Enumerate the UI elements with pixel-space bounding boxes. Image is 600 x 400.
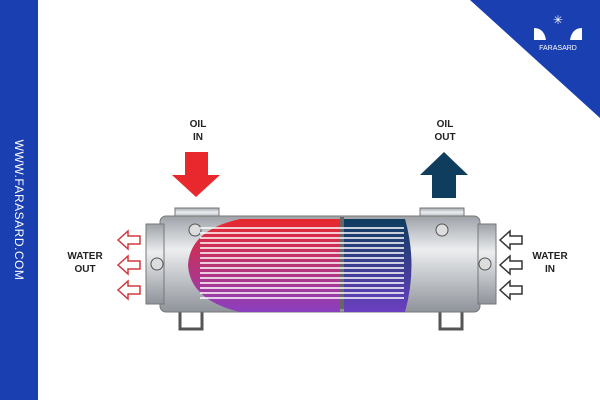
shell <box>159 215 481 313</box>
farasard-logo: ✳ FARASARD <box>534 13 582 52</box>
right-end-cap <box>477 223 497 305</box>
support-leg <box>178 303 204 331</box>
water-in-arrow <box>498 279 523 301</box>
baffle <box>340 217 344 309</box>
svg-text:✳: ✳ <box>553 13 563 27</box>
support-leg <box>438 303 464 331</box>
water-inlet-port <box>478 257 492 271</box>
brand-sidebar: WWW.FARASARD.COM <box>0 0 38 400</box>
left-end-cap <box>145 223 165 305</box>
water-out-arrow <box>116 229 141 251</box>
water-out-arrow <box>116 254 141 276</box>
oil-inlet-nozzle <box>174 207 220 221</box>
logo-corner: ✳ FARASARD <box>470 0 600 118</box>
website-url: WWW.FARASARD.COM <box>12 139 26 281</box>
water-outlet-port <box>150 257 164 271</box>
water-out-arrow <box>116 279 141 301</box>
cold-oil-section <box>344 219 412 312</box>
svg-text:FARASARD: FARASARD <box>539 45 577 52</box>
water-in-arrow <box>498 229 523 251</box>
water-in-arrow <box>498 254 523 276</box>
oil-in-arrow <box>172 152 220 197</box>
oil-out-arrow <box>420 152 468 198</box>
hot-oil-section <box>188 219 340 312</box>
oil-outlet-nozzle <box>419 207 465 221</box>
